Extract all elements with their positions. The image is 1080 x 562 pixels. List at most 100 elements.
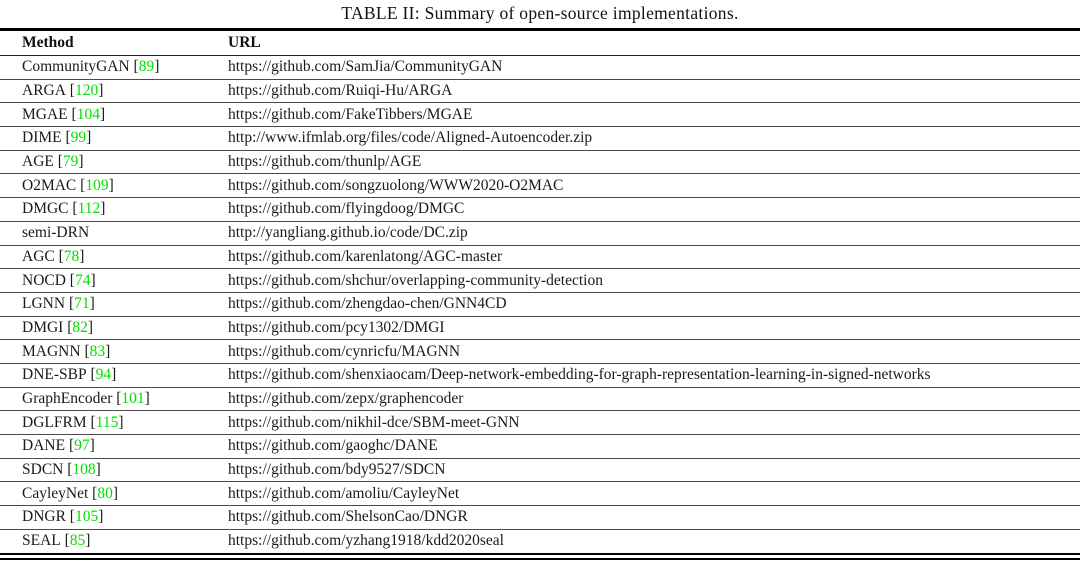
- table-row: DNGR105 https://github.com/ShelsonCao/DN…: [0, 506, 1080, 530]
- column-header-url: URL: [228, 29, 1080, 56]
- repository-url-link[interactable]: http://yangliang.github.io/code/DC.zip: [228, 224, 468, 242]
- citation-ref[interactable]: 83: [81, 343, 111, 360]
- repository-url-link[interactable]: https://github.com/amoliu/CayleyNet: [228, 484, 460, 502]
- method-cell: DIME99: [0, 127, 228, 151]
- citation-ref[interactable]: 78: [55, 248, 85, 265]
- url-cell: https://github.com/gaoghc/DANE: [228, 435, 1080, 459]
- method-cell: NOCD74: [0, 269, 228, 293]
- repository-url-link[interactable]: https://github.com/gaoghc/DANE: [228, 437, 438, 455]
- repository-url-link[interactable]: https://github.com/songzuolong/WWW2020-O…: [228, 176, 564, 194]
- table-row: O2MAC109 https://github.com/songzuolong/…: [0, 174, 1080, 198]
- repository-url-link[interactable]: http://www.ifmlab.org/files/code/Aligned…: [228, 129, 593, 147]
- table-row: GraphEncoder101 https://github.com/zepx/…: [0, 387, 1080, 411]
- method-name: LGNN: [22, 295, 66, 313]
- repository-url-link[interactable]: https://github.com/cynricfu/MAGNN: [228, 342, 461, 360]
- url-cell: https://github.com/FakeTibbers/MGAE: [228, 103, 1080, 127]
- method-name: SEAL: [22, 532, 61, 550]
- table-caption: TABLE II: Summary of open-source impleme…: [341, 3, 739, 23]
- method-cell: MGAE104: [0, 103, 228, 127]
- url-cell: https://github.com/thunlp/AGE: [228, 150, 1080, 174]
- url-cell: http://www.ifmlab.org/files/code/Aligned…: [228, 127, 1080, 151]
- citation-ref[interactable]: 104: [68, 106, 105, 123]
- method-cell: GraphEncoder101: [0, 387, 228, 411]
- repository-url-link[interactable]: https://github.com/Ruiqi-Hu/ARGA: [228, 82, 453, 100]
- url-cell: https://github.com/Ruiqi-Hu/ARGA: [228, 79, 1080, 103]
- repository-url-link[interactable]: https://github.com/FakeTibbers/MGAE: [228, 105, 473, 123]
- method-cell: AGE79: [0, 150, 228, 174]
- method-name: DMGI: [22, 318, 64, 336]
- table-row: ARGA120 https://github.com/Ruiqi-Hu/ARGA: [0, 79, 1080, 103]
- method-cell: DNGR105: [0, 506, 228, 530]
- table-row: SDCN108 https://github.com/bdy9527/SDCN: [0, 458, 1080, 482]
- table-row: AGE79 https://github.com/thunlp/AGE: [0, 150, 1080, 174]
- repository-url-link[interactable]: https://github.com/karenlatong/AGC-maste…: [228, 247, 503, 265]
- method-name: MGAE: [22, 105, 68, 123]
- method-name: AGC: [22, 247, 55, 265]
- repository-url-link[interactable]: https://github.com/shenxiaocam/Deep-netw…: [228, 366, 931, 384]
- url-cell: https://github.com/zhengdao-chen/GNN4CD: [228, 292, 1080, 316]
- repository-url-link[interactable]: https://github.com/SamJia/CommunityGAN: [228, 58, 503, 76]
- method-cell: DGLFRM115: [0, 411, 228, 435]
- method-name: DGLFRM: [22, 413, 87, 431]
- method-name: AGE: [22, 153, 54, 171]
- repository-url-link[interactable]: https://github.com/thunlp/AGE: [228, 153, 422, 171]
- citation-ref[interactable]: 71: [65, 295, 95, 312]
- citation-ref[interactable]: 120: [66, 82, 103, 99]
- repository-url-link[interactable]: https://github.com/pcy1302/DMGI: [228, 318, 445, 336]
- method-name: semi-DRN: [22, 224, 90, 242]
- method-name: SDCN: [22, 461, 64, 479]
- citation-ref[interactable]: 109: [76, 177, 113, 194]
- table-row: semi-DRN http://yangliang.github.io/code…: [0, 221, 1080, 245]
- citation-ref[interactable]: 82: [63, 319, 93, 336]
- method-cell: AGC78: [0, 245, 228, 269]
- url-cell: https://github.com/karenlatong/AGC-maste…: [228, 245, 1080, 269]
- url-cell: https://github.com/cynricfu/MAGNN: [228, 340, 1080, 364]
- repository-url-link[interactable]: https://github.com/zepx/graphencoder: [228, 389, 464, 407]
- citation-ref[interactable]: 80: [88, 485, 118, 502]
- header-row: Method URL: [0, 29, 1080, 56]
- method-name: CommunityGAN: [22, 58, 130, 76]
- citation-ref[interactable]: 101: [112, 390, 149, 407]
- repository-url-link[interactable]: https://github.com/shchur/overlapping-co…: [228, 271, 603, 289]
- url-cell: https://github.com/flyingdoog/DMGC: [228, 198, 1080, 222]
- method-name: O2MAC: [22, 176, 77, 194]
- citation-ref[interactable]: 85: [61, 532, 91, 549]
- method-name: CayleyNet: [22, 484, 89, 502]
- url-cell: http://yangliang.github.io/code/DC.zip: [228, 221, 1080, 245]
- citation-ref[interactable]: 105: [66, 508, 103, 525]
- method-name: DANE: [22, 437, 66, 455]
- citation-ref[interactable]: 108: [63, 461, 100, 478]
- url-cell: https://github.com/bdy9527/SDCN: [228, 458, 1080, 482]
- citation-ref[interactable]: 112: [69, 200, 106, 217]
- citation-ref[interactable]: 115: [87, 414, 124, 431]
- method-name: DMGC: [22, 200, 69, 218]
- table-bottom-rule: [0, 552, 1080, 560]
- citation-ref[interactable]: 74: [66, 272, 96, 289]
- repository-url-link[interactable]: https://github.com/yzhang1918/kdd2020sea…: [228, 532, 504, 550]
- table-row: SEAL85 https://github.com/yzhang1918/kdd…: [0, 529, 1080, 553]
- table-row: LGNN71 https://github.com/zhengdao-chen/…: [0, 292, 1080, 317]
- citation-ref[interactable]: 89: [130, 58, 160, 75]
- table-body: CommunityGAN89 https://github.com/SamJia…: [0, 56, 1080, 553]
- method-cell: LGNN71: [0, 292, 228, 316]
- repository-url-link[interactable]: https://github.com/bdy9527/SDCN: [228, 461, 446, 479]
- method-name: DNGR: [22, 508, 66, 526]
- repository-url-link[interactable]: https://github.com/nikhil-dce/SBM-meet-G…: [228, 413, 520, 431]
- citation-ref[interactable]: 99: [62, 129, 92, 146]
- repository-url-link[interactable]: https://github.com/zhengdao-chen/GNN4CD: [228, 295, 507, 313]
- citation-ref[interactable]: 97: [65, 437, 95, 454]
- method-name: DIME: [22, 129, 62, 147]
- method-cell: SDCN108: [0, 458, 228, 482]
- repository-url-link[interactable]: https://github.com/flyingdoog/DMGC: [228, 200, 465, 218]
- table-row: DGLFRM115 https://github.com/nikhil-dce/…: [0, 411, 1080, 435]
- table-row: MGAE104 https://github.com/FakeTibbers/M…: [0, 103, 1080, 127]
- table-row: DIME99 http://www.ifmlab.org/files/code/…: [0, 127, 1080, 151]
- method-cell: SEAL85: [0, 529, 228, 553]
- method-cell: O2MAC109: [0, 174, 228, 198]
- repository-url-link[interactable]: https://github.com/ShelsonCao/DNGR: [228, 508, 468, 526]
- method-cell: ARGA120: [0, 79, 228, 103]
- citation-ref[interactable]: 94: [87, 366, 117, 383]
- method-cell: semi-DRN: [0, 221, 228, 245]
- table-row: CommunityGAN89 https://github.com/SamJia…: [0, 56, 1080, 80]
- citation-ref[interactable]: 79: [54, 153, 84, 170]
